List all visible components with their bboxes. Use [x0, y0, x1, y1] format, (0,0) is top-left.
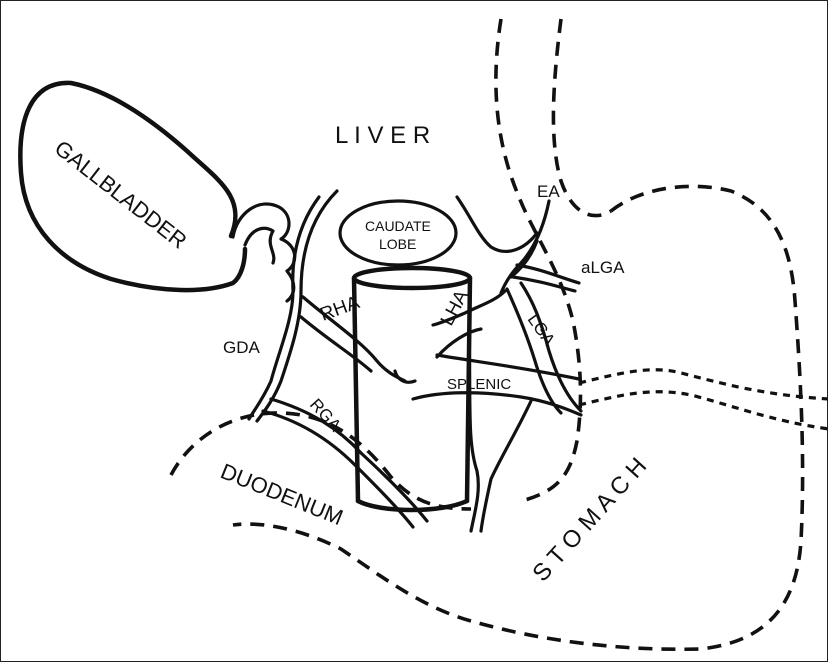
celiac-trunk-lower	[395, 371, 415, 382]
label-duodenum: DUODENUM	[217, 458, 346, 530]
splenic-dotted-lower	[579, 392, 828, 429]
label-caudate-line2: LOBE	[379, 236, 416, 252]
label-gda: GDA	[223, 338, 261, 357]
label-caudate-line1: CAUDATE	[365, 218, 431, 234]
label-ea: EA	[537, 182, 560, 201]
gallbladder-outline	[20, 83, 245, 290]
label-alga: aLGA	[581, 258, 625, 277]
splenic-dotted-upper	[579, 370, 828, 399]
label-splenic: SPLENIC	[447, 376, 511, 393]
liver-boundary-right	[553, 19, 611, 216]
label-liver: L I V E R	[335, 122, 430, 149]
cystic-duct-inner	[245, 228, 274, 263]
label-gallbladder: GALLBLADDER	[50, 135, 192, 253]
liver-boundary	[496, 19, 581, 501]
aorta-top-rim	[354, 268, 470, 288]
label-stomach: S T O M A C H	[527, 453, 652, 587]
cystic-duct	[233, 204, 295, 301]
duodenum-outline	[171, 413, 471, 509]
splenic-vessel-bottom	[413, 393, 581, 415]
celiac-trunk-upper	[437, 329, 481, 357]
lha-vessel-left	[457, 197, 537, 251]
lower-vessel-right	[481, 401, 531, 531]
